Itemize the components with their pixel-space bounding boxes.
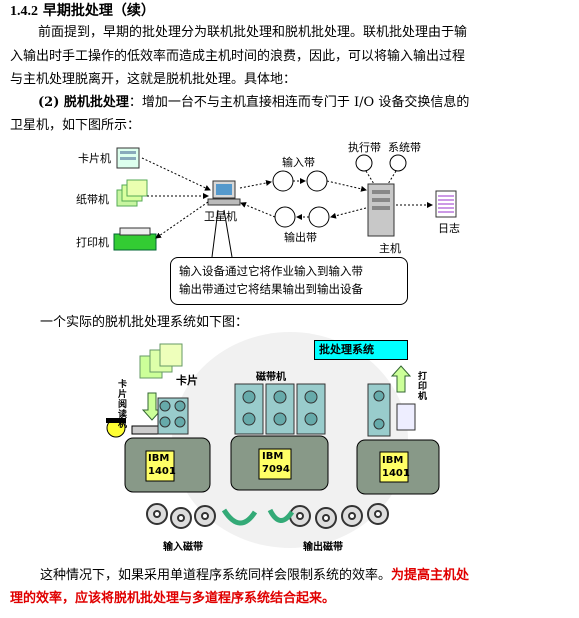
- cards-label: 卡片: [176, 374, 198, 387]
- tape-drive-group-main: [234, 383, 326, 435]
- card-reader-icon: [116, 147, 140, 169]
- batch-system-banner: 批处理系统: [314, 340, 408, 360]
- para4-normal: 这种情况下，如果采用单道程序系统同样会限制系统的效率。: [40, 568, 392, 583]
- input-tape2-label: 输入磁带: [163, 542, 203, 553]
- para2-prefix: (2) 脱机批处理: [38, 95, 129, 110]
- tape-drive-group-input: [157, 397, 189, 435]
- printer-vertical-label: 打印机: [418, 372, 428, 402]
- printout-icon: [396, 403, 416, 431]
- satellite-note-box: 输入设备通过它将作业输入到输入带 输出带通过它将结果输出到输出设备: [170, 257, 408, 305]
- para1-line2: 入输出时手工操作的低效率而造成主机时间的浪费，因此，可以将输入输出过程: [10, 49, 466, 64]
- printer-icon: [113, 227, 157, 251]
- tape-reader-label: 纸带机: [76, 193, 109, 206]
- curved-arrow-1-icon: [221, 508, 258, 526]
- para4-line2: 理的效率，应该将脱机批处理与多道程序系统结合起来。: [10, 591, 336, 606]
- host-server-icon: [367, 183, 395, 237]
- output-tape2-label: 输出磁带: [303, 542, 343, 553]
- up-arrow-icon: [390, 365, 412, 393]
- curved-arrow-2-icon: [267, 508, 295, 523]
- log-label: 日志: [438, 222, 460, 235]
- output-tape-circles: [274, 206, 330, 228]
- para3: 一个实际的脱机批处理系统如下图：: [40, 315, 249, 330]
- para2-line2: 卫星机，如下图所示：: [10, 118, 141, 133]
- input-tape-reels: [146, 503, 216, 529]
- satellite-diagram: [113, 147, 457, 258]
- satellite-computer-icon: [207, 180, 241, 206]
- para1-line3: 与主机处理脱离开，这就是脱机批处理。具体地：: [10, 72, 297, 87]
- tape-reader-icon: [116, 179, 148, 207]
- tape-drives-label: 磁带机: [256, 372, 286, 383]
- card-stack-icon: [139, 343, 183, 379]
- card-reader-label: 卡片机: [78, 152, 111, 165]
- system-tape-label: 系统带: [388, 141, 421, 154]
- card-reader-device-icon: [131, 425, 161, 435]
- card-reader-vertical-label: 卡片阅读机: [118, 380, 128, 430]
- log-document-icon: [435, 190, 457, 218]
- host-label: 主机: [379, 242, 401, 255]
- para4-red1: 为提高主机处: [391, 568, 470, 583]
- exec-tape-label: 执行带: [348, 141, 381, 154]
- section-number: 1.4.2: [10, 4, 38, 19]
- para2-line1-rest: ：增加一台不与主机直接相连而专门于 I/O 设备交换信息的: [128, 95, 470, 110]
- para2-line1: (2) 脱机批处理：增加一台不与主机直接相连而专门于 I/O 设备交换信息的: [38, 92, 469, 114]
- section-title: 早期批处理（续）: [42, 3, 155, 19]
- note-line1: 输入设备通过它将作业输入到输入带: [179, 264, 363, 278]
- satellite-label: 卫星机: [204, 210, 237, 223]
- output-tape-label: 输出带: [284, 231, 317, 244]
- exec-system-tape-circles: [355, 154, 407, 172]
- tape-drive-group-output: [367, 383, 391, 437]
- printer-label: 打印机: [76, 236, 109, 249]
- output-tape-reels: [289, 503, 389, 529]
- section-heading: 1.4.2 早期批处理（续）: [10, 0, 155, 20]
- input-tape-label: 输入带: [282, 156, 315, 169]
- operator-person-icon: [106, 418, 126, 438]
- para4-line1: 这种情况下，如果采用单道程序系统同样会限制系统的效率。为提高主机处: [40, 565, 469, 587]
- note-line2: 输出带通过它将结果输出到输出设备: [179, 282, 363, 296]
- down-arrow-icon: [141, 392, 163, 421]
- para1-line1: 前面提到，早期的批处理分为联机批处理和脱机批处理。联机批处理由于输: [38, 25, 468, 40]
